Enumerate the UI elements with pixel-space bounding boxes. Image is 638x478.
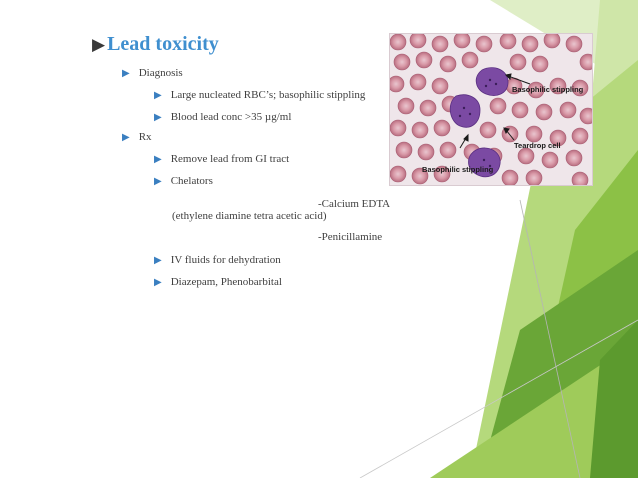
diagnosis-label: Diagnosis <box>138 67 183 79</box>
bullet-icon: ▶ <box>154 276 162 288</box>
bullet-icon: ▶ <box>122 131 130 143</box>
rx-label: Rx <box>138 131 152 143</box>
bullet-icon: ▶ <box>154 89 162 101</box>
rx-item-2: Chelators <box>170 175 213 187</box>
rx-item-4: Diazepam, Phenobarbital <box>170 276 282 288</box>
bullet-rx-2: ▶ Chelators <box>154 175 213 187</box>
bullet-icon: ▶ <box>154 153 162 165</box>
slide-title: ▶ Lead toxicity <box>92 33 219 56</box>
bullet-rx-3: ▶ IV fluids for dehydration <box>154 254 281 266</box>
bullet-diagnosis-1: ▶ Large nucleated RBC’s; basophilic stip… <box>154 89 365 101</box>
bullet-icon: ▶ <box>154 254 162 266</box>
bullet-rx: ▶ Rx <box>122 131 152 143</box>
bullet-icon: ▶ <box>154 111 162 123</box>
bullet-rx-1: ▶ Remove lead from GI tract <box>154 153 289 165</box>
chelator-penicillamine: -Penicillamine <box>318 231 383 243</box>
title-bullet-icon: ▶ <box>92 34 106 54</box>
rx-item-3: IV fluids for dehydration <box>170 254 281 266</box>
bullet-icon: ▶ <box>122 67 130 79</box>
slide-title-text: Lead toxicity <box>107 33 219 55</box>
bullet-icon: ▶ <box>154 175 162 187</box>
diagnosis-item-1: Large nucleated RBC’s; basophilic stippl… <box>170 89 366 101</box>
label-basophilic-bottom: Basophilic stippling <box>422 165 494 174</box>
bullet-diagnosis: ▶ Diagnosis <box>122 67 183 79</box>
blood-smear-drawing: Basophilic stippling Teardrop cell Basop… <box>390 34 592 185</box>
bullet-diagnosis-2: ▶ Blood lead conc >35 µg/ml <box>154 111 291 123</box>
rx-item-1: Remove lead from GI tract <box>170 153 290 165</box>
label-teardrop: Teardrop cell <box>514 141 561 150</box>
bullet-rx-4: ▶ Diazepam, Phenobarbital <box>154 276 282 288</box>
diagnosis-item-2: Blood lead conc >35 µg/ml <box>170 111 292 123</box>
blood-smear-image: Basophilic stippling Teardrop cell Basop… <box>389 33 593 186</box>
chelator-edta: -Calcium EDTA <box>318 198 391 210</box>
chelator-edta-full: (ethylene diamine tetra acetic acid) <box>172 210 327 222</box>
label-basophilic-top: Basophilic stippling <box>512 85 584 94</box>
